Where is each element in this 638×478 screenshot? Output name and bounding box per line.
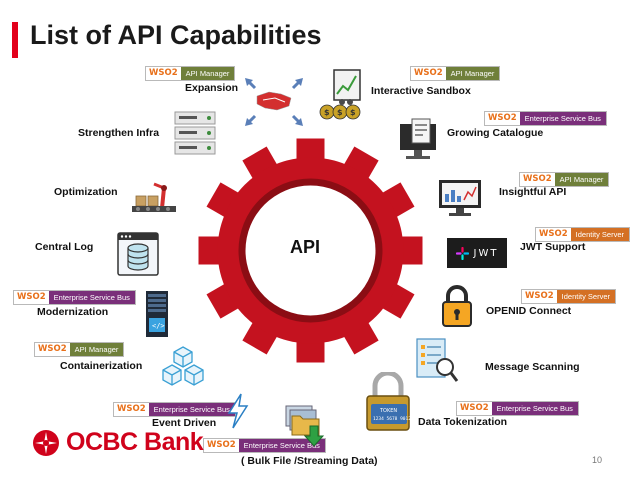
modernization-server-icon: </> bbox=[145, 290, 169, 338]
badge-product: Identity Server bbox=[570, 228, 629, 241]
jwt-logo-icon: JWT bbox=[447, 238, 507, 268]
label-bulk-file-streaming: ( Bulk File /Streaming Data) bbox=[241, 455, 378, 467]
badge-product: API Manager bbox=[445, 67, 500, 80]
label-data-tokenization: Data Tokenization bbox=[418, 416, 508, 428]
page-title: List of API Capabilities bbox=[30, 20, 322, 50]
wso2-text: WSO2 bbox=[488, 113, 517, 123]
ocbc-bank-wordmark: OCBC Bank bbox=[66, 428, 204, 456]
wso2-text: WSO2 bbox=[539, 229, 568, 239]
label-insightful-api: Insightful API bbox=[499, 186, 567, 198]
label-event-driven: Event Driven bbox=[152, 417, 217, 429]
token-card-digits: 1234 5678 9012 bbox=[373, 416, 411, 422]
badge-product: API Manager bbox=[554, 173, 609, 186]
label-growing-catalogue: Growing Catalogue bbox=[447, 127, 544, 139]
api-center-label: API bbox=[290, 237, 321, 257]
wso2-text: WSO2 bbox=[117, 404, 146, 414]
badge-product: Identity Server bbox=[556, 290, 615, 303]
event-lightning-icon bbox=[226, 393, 250, 429]
token-card-label: TOKEN bbox=[379, 408, 397, 414]
ocbc-emblem-icon bbox=[33, 429, 59, 456]
label-message-scanning: Message Scanning bbox=[485, 361, 580, 373]
label-optimization: Optimization bbox=[54, 186, 118, 198]
wso2-text: WSO2 bbox=[460, 403, 489, 413]
sandbox-chart-money-icon: $ $ $ bbox=[318, 68, 366, 120]
jwt-logo-text: JWT bbox=[473, 247, 499, 259]
badge-product: Enterprise Service Bus bbox=[48, 291, 135, 304]
badge-product: Enterprise Service Bus bbox=[519, 112, 606, 125]
label-containerization: Containerization bbox=[60, 360, 143, 372]
label-strengthen-infra: Strengthen Infra bbox=[78, 127, 160, 139]
bulk-file-folder-icon bbox=[282, 400, 330, 448]
badge-product: Enterprise Service Bus bbox=[148, 403, 235, 416]
message-scanning-icon bbox=[415, 335, 459, 385]
label-openid-connect: OPENID Connect bbox=[486, 305, 572, 317]
server-rack-icon bbox=[173, 110, 217, 156]
wso2-text: WSO2 bbox=[149, 68, 178, 78]
wso2-text: WSO2 bbox=[525, 291, 554, 301]
svg-text:$: $ bbox=[337, 108, 343, 117]
svg-text:$: $ bbox=[350, 108, 356, 117]
title-accent-bar bbox=[12, 22, 18, 58]
wso2-text: WSO2 bbox=[523, 174, 552, 184]
svg-text:</>: </> bbox=[152, 322, 165, 330]
label-interactive-sandbox: Interactive Sandbox bbox=[371, 85, 471, 97]
badge-product: API Manager bbox=[69, 343, 124, 356]
ocbc-bank-logo: OCBC Bank bbox=[32, 428, 204, 457]
optimization-conveyor-icon bbox=[132, 178, 176, 216]
wso2-text: WSO2 bbox=[207, 440, 236, 450]
badge-product: API Manager bbox=[180, 67, 235, 80]
svg-text:$: $ bbox=[324, 108, 330, 117]
containerization-cubes-icon bbox=[160, 345, 206, 387]
tokenization-lock-card-icon: TOKEN 1234 5678 9012 bbox=[363, 372, 413, 432]
wso2-text: WSO2 bbox=[38, 344, 67, 354]
badge-product: Enterprise Service Bus bbox=[238, 439, 325, 452]
central-log-database-icon bbox=[117, 232, 159, 276]
insightful-dashboard-icon bbox=[437, 178, 483, 218]
label-central-log: Central Log bbox=[35, 241, 94, 253]
expansion-map-icon bbox=[245, 78, 303, 128]
catalogue-monitor-icon bbox=[398, 118, 438, 162]
page-number: 10 bbox=[592, 455, 603, 465]
wso2-text: WSO2 bbox=[17, 292, 46, 302]
api-gear-icon bbox=[198, 138, 423, 363]
badge-product: Enterprise Service Bus bbox=[491, 402, 578, 415]
wso2-text: WSO2 bbox=[414, 68, 443, 78]
label-modernization: Modernization bbox=[37, 306, 109, 318]
label-expansion: Expansion bbox=[185, 82, 239, 94]
openid-padlock-icon bbox=[441, 285, 473, 327]
label-jwt-support: JWT Support bbox=[520, 241, 586, 253]
